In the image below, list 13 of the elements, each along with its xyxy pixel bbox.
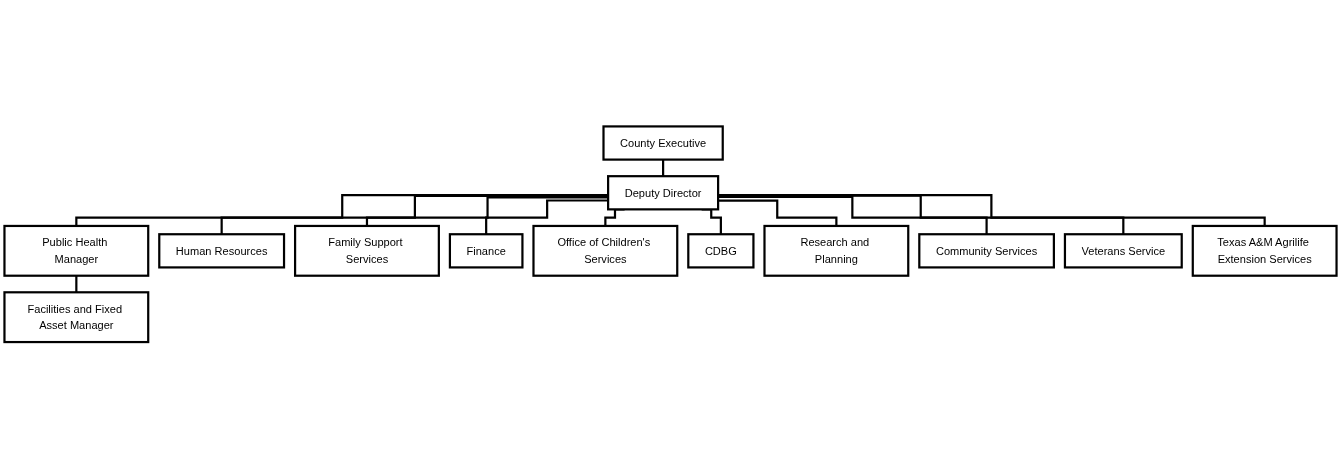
node-box: Texas A&M Agrilife Extension Services [1191,224,1338,277]
node-box: Family Support Services [294,224,440,277]
node-box: Human Resources [158,232,286,269]
node-box: Office of Children's Services [532,224,679,277]
node-box: Research and Planning [763,224,910,277]
node-box: Finance [448,232,524,269]
node-box: Community Services [918,232,1055,269]
node-box: Public Health Manager [3,224,150,277]
node-box: Deputy Director [607,174,720,211]
node-box: County Executive [602,125,724,161]
node-box: Veterans Service [1063,232,1183,269]
node-box: Facilities and Fixed Asset Manager [3,290,150,343]
node-box: CDBG [687,232,755,269]
